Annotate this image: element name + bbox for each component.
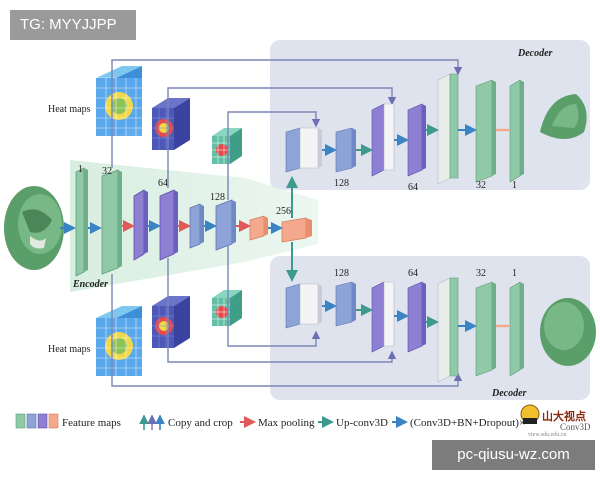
- decoder-bottom-channel-64: 64: [408, 268, 418, 279]
- encoder-channel-64: 64: [158, 178, 168, 189]
- encoder-map-256a: [249, 215, 268, 241]
- heatmap-cube-mid-top: [152, 98, 190, 150]
- skull-output-top-icon: [540, 94, 587, 139]
- decoder-bottom-1-output: [509, 281, 524, 377]
- logo-text: 山大视点: [542, 409, 586, 423]
- site-logo: 山大视点 view.sdu.edu.cn: [520, 404, 586, 438]
- heatmaps-top-label: Heat maps: [48, 104, 91, 115]
- decoder-bottom-32-conv: [475, 281, 496, 377]
- encoder-map-128b: [215, 199, 236, 251]
- decoder-top-channel-128: 128: [334, 178, 349, 189]
- decoder-top-1-output: [509, 79, 524, 183]
- encoder-channel-128: 128: [210, 192, 225, 203]
- decoder-top-channel-1: 1: [512, 180, 517, 191]
- decoder-bottom-channel-1: 1: [512, 268, 517, 279]
- decoder-bottom-32-concat: [437, 277, 459, 383]
- decoder-top-channel-64: 64: [408, 182, 418, 193]
- legend-maxpool-label: Max pooling: [258, 417, 315, 429]
- decoder-top-64-concat: [371, 103, 395, 177]
- heatmap-cube-small-bottom: [212, 290, 242, 326]
- decoder-top-channel-32: 32: [476, 180, 486, 191]
- legend-feature-maps-icon: [15, 413, 59, 429]
- decoder-bottom-channel-128: 128: [334, 268, 349, 279]
- decoder-bottom-128-concat: [285, 283, 322, 329]
- encoder-channel-32: 32: [102, 166, 112, 177]
- skip-line-64-bottom: [167, 258, 397, 363]
- decoder-bottom-label: Decoder: [491, 388, 527, 399]
- heatmaps-bottom-label: Heat maps: [48, 344, 91, 355]
- encoder-map-128a: [189, 203, 204, 249]
- decoder-top-32-conv: [475, 79, 496, 183]
- legend-conv-label: (Conv3D+BN+Dropout)×: [410, 417, 525, 429]
- legend-conv-tail-label: Conv3D: [560, 422, 591, 432]
- encoder-channel-256: 256: [276, 206, 291, 217]
- skip-line-32-top: [111, 59, 463, 168]
- encoder-channel-1: 1: [78, 164, 83, 175]
- encoder-label: Encoder: [72, 279, 108, 290]
- decoder-top-128-concat: [285, 127, 322, 173]
- encoder-map-256b: [281, 217, 312, 243]
- encoder-map-64b: [159, 189, 178, 261]
- skull-input-icon: [4, 186, 64, 270]
- legend-copy-crop-icon: [139, 414, 165, 430]
- decoder-bottom-channel-32: 32: [476, 268, 486, 279]
- heatmap-cube-small-top: [212, 128, 242, 164]
- logo-subtext: view.sdu.edu.cn: [528, 432, 566, 438]
- skip-line-32-bottom: [111, 274, 463, 387]
- skip-line-128-bottom: [227, 246, 321, 347]
- encoder-map-1: [75, 167, 88, 277]
- skip-line-64-top: [167, 87, 397, 188]
- skull-output-bottom-icon: [540, 298, 596, 366]
- decoder-bottom-64-conv: [407, 281, 426, 353]
- decoder-top-128-conv: [335, 127, 356, 173]
- decoder-top-label: Decoder: [517, 48, 553, 59]
- decoder-bottom-128-conv: [335, 281, 356, 327]
- heatmap-cube-large-top: [95, 66, 142, 137]
- decoder-top-32-concat: [437, 73, 459, 185]
- watermark-bottom: pc-qiusu-wz.com: [432, 440, 595, 470]
- decoder-bottom-64-concat: [371, 281, 395, 353]
- legend-copy-crop-label: Copy and crop: [168, 417, 233, 429]
- decoder-top-64-conv: [407, 103, 426, 177]
- heatmap-cube-large-bottom: [96, 306, 142, 376]
- legend: Feature maps Copy and crop Max pooling U…: [15, 413, 591, 432]
- encoder-map-64a: [133, 189, 148, 261]
- watermark-top: TG: MYYJJPP: [10, 10, 136, 40]
- legend-feature-maps-label: Feature maps: [62, 417, 121, 429]
- skip-line-128-top: [227, 111, 321, 200]
- encoder-map-32: [101, 169, 122, 275]
- legend-upconv-label: Up-conv3D: [336, 417, 388, 429]
- heatmap-cube-mid-bottom: [152, 296, 190, 348]
